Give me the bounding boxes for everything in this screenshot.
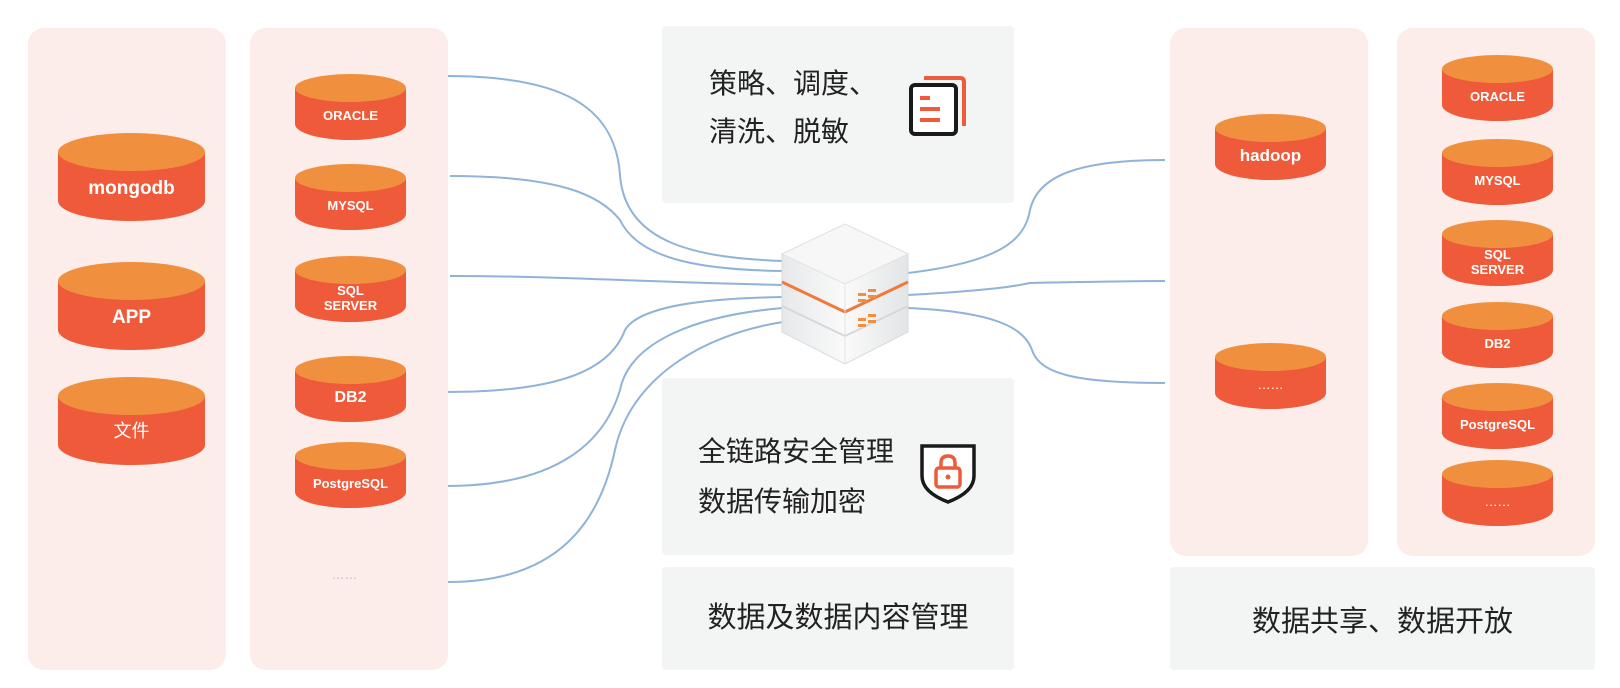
db-hadoop: hadoop xyxy=(1215,114,1326,180)
db-more: …… xyxy=(1215,343,1326,409)
db-label: ORACLE xyxy=(1470,89,1525,104)
security-line-2: 数据传输加密 xyxy=(698,485,867,518)
db-label: DB2 xyxy=(334,389,367,406)
db-db2: DB2 xyxy=(1442,302,1553,368)
db-label: 文件 xyxy=(113,421,150,442)
strategy-line-2: 清洗、脱敏 xyxy=(709,115,850,148)
document-icon xyxy=(909,76,966,136)
strategy-line-1: 策略、调度、 xyxy=(709,67,878,100)
source-panel-apps: mongodb APP 文件 xyxy=(28,28,226,670)
db-label: PostgreSQL xyxy=(1459,417,1536,432)
db-label: …… xyxy=(1484,494,1511,509)
management-label: 数据及数据内容管理 xyxy=(707,600,969,634)
db-app: APP xyxy=(58,262,205,350)
db-label: MYSQL xyxy=(327,198,374,213)
target-panel-bigdata: hadoop …… xyxy=(1170,28,1368,556)
strategy-box: 策略、调度、 清洗、脱敏 xyxy=(662,26,1014,203)
more-ellipsis: …… xyxy=(332,568,358,582)
db-postgresql: PostgreSQL xyxy=(1442,383,1553,449)
db-label: DB2 xyxy=(1484,336,1511,351)
db-label: PostgreSQL xyxy=(312,476,389,491)
db-db2: DB2 xyxy=(295,356,406,422)
db-label: mongodb xyxy=(88,178,175,199)
db-mongodb: mongodb xyxy=(58,133,205,221)
shield-lock-icon xyxy=(920,444,976,504)
sharing-label: 数据共享、数据开放 xyxy=(1251,604,1513,638)
management-box: 数据及数据内容管理 xyxy=(662,567,1014,670)
sharing-box: 数据共享、数据开放 xyxy=(1170,567,1595,670)
db-label: APP xyxy=(111,307,152,328)
security-box: 全链路安全管理 数据传输加密 xyxy=(662,378,1014,555)
db-mysql: MYSQL xyxy=(1442,139,1553,205)
db-label: SQL SERVER xyxy=(1470,247,1525,277)
server-icon xyxy=(780,223,910,365)
db-label: SQL SERVER xyxy=(323,283,378,313)
db-files: 文件 xyxy=(58,377,205,465)
db-sqlserver: SQL SERVER xyxy=(295,256,406,322)
source-panel-databases: ORACLE MYSQL SQL SERVER DB2 PostgreSQL …… xyxy=(250,28,448,670)
target-panel-databases: ORACLE MYSQL SQL SERVER DB2 PostgreSQL …… xyxy=(1397,28,1595,556)
db-mysql: MYSQL xyxy=(295,164,406,230)
db-more: …… xyxy=(1442,460,1553,526)
db-label: ORACLE xyxy=(323,108,378,123)
db-label: …… xyxy=(1257,377,1284,392)
db-sqlserver: SQL SERVER xyxy=(1442,220,1553,286)
db-postgresql: PostgreSQL xyxy=(295,442,406,508)
db-oracle: ORACLE xyxy=(1442,55,1553,121)
security-line-1: 全链路安全管理 xyxy=(698,435,895,468)
db-oracle: ORACLE xyxy=(295,74,406,140)
db-label: MYSQL xyxy=(1474,173,1521,188)
db-label: hadoop xyxy=(1239,146,1302,165)
